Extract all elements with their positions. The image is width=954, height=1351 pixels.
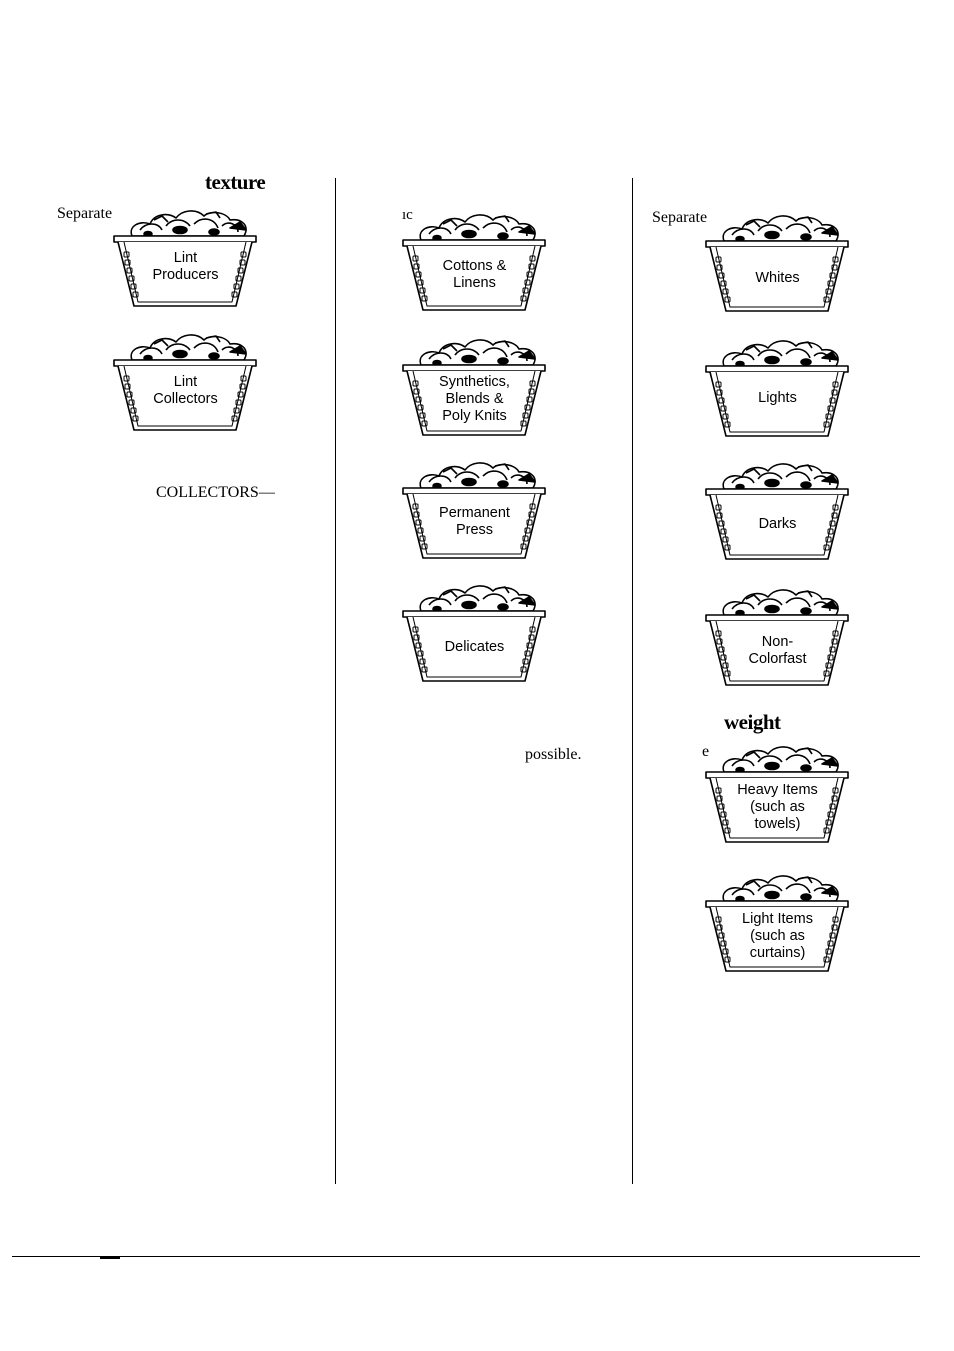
basket-label: Light Items (such as curtains) bbox=[730, 911, 825, 962]
basket-label: Non- Colorfast bbox=[730, 634, 825, 668]
basket-label: Permanent Press bbox=[427, 505, 522, 539]
laundry-basket-icon bbox=[399, 583, 549, 683]
footer-rule-accent bbox=[100, 1257, 120, 1259]
weight-heading: weight bbox=[724, 710, 781, 735]
laundry-basket-icon bbox=[702, 213, 852, 313]
collectors-fragment: COLLECTORS— bbox=[156, 484, 275, 502]
basket-lint-collectors: Lint Collectors bbox=[110, 332, 260, 432]
basket-lint-producers: Lint Producers bbox=[110, 208, 260, 308]
basket-label: Lint Producers bbox=[138, 250, 233, 284]
basket-label: Heavy Items (such as towels) bbox=[730, 782, 825, 833]
basket-heavy-items: Heavy Items (such as towels) bbox=[702, 744, 852, 844]
possible-fragment: possible. bbox=[525, 746, 581, 764]
basket-cottons-linens: Cottons & Linens bbox=[399, 212, 549, 312]
column-divider-right bbox=[632, 178, 633, 1184]
basket-lights: Lights bbox=[702, 338, 852, 438]
texture-separate-text: Separate bbox=[57, 205, 112, 223]
basket-non-colorfast: Non- Colorfast bbox=[702, 587, 852, 687]
laundry-basket-icon bbox=[702, 461, 852, 561]
basket-delicates: Delicates bbox=[399, 583, 549, 683]
basket-label: Darks bbox=[730, 516, 825, 533]
basket-label: Lights bbox=[730, 390, 825, 407]
color-separate-text: Separate bbox=[652, 209, 707, 227]
basket-synthetics: Synthetics, Blends & Poly Knits bbox=[399, 337, 549, 437]
texture-heading: texture bbox=[205, 170, 265, 195]
basket-label: Whites bbox=[730, 270, 825, 287]
basket-darks: Darks bbox=[702, 461, 852, 561]
basket-whites: Whites bbox=[702, 213, 852, 313]
basket-label: Lint Collectors bbox=[138, 374, 233, 408]
basket-label: Cottons & Linens bbox=[427, 258, 522, 292]
basket-label: Synthetics, Blends & Poly Knits bbox=[427, 374, 522, 425]
basket-permanent-press: Permanent Press bbox=[399, 460, 549, 560]
column-divider-left bbox=[335, 178, 336, 1184]
footer-rule bbox=[12, 1256, 920, 1257]
basket-label: Delicates bbox=[427, 639, 522, 656]
laundry-basket-icon bbox=[702, 338, 852, 438]
basket-light-items: Light Items (such as curtains) bbox=[702, 873, 852, 973]
